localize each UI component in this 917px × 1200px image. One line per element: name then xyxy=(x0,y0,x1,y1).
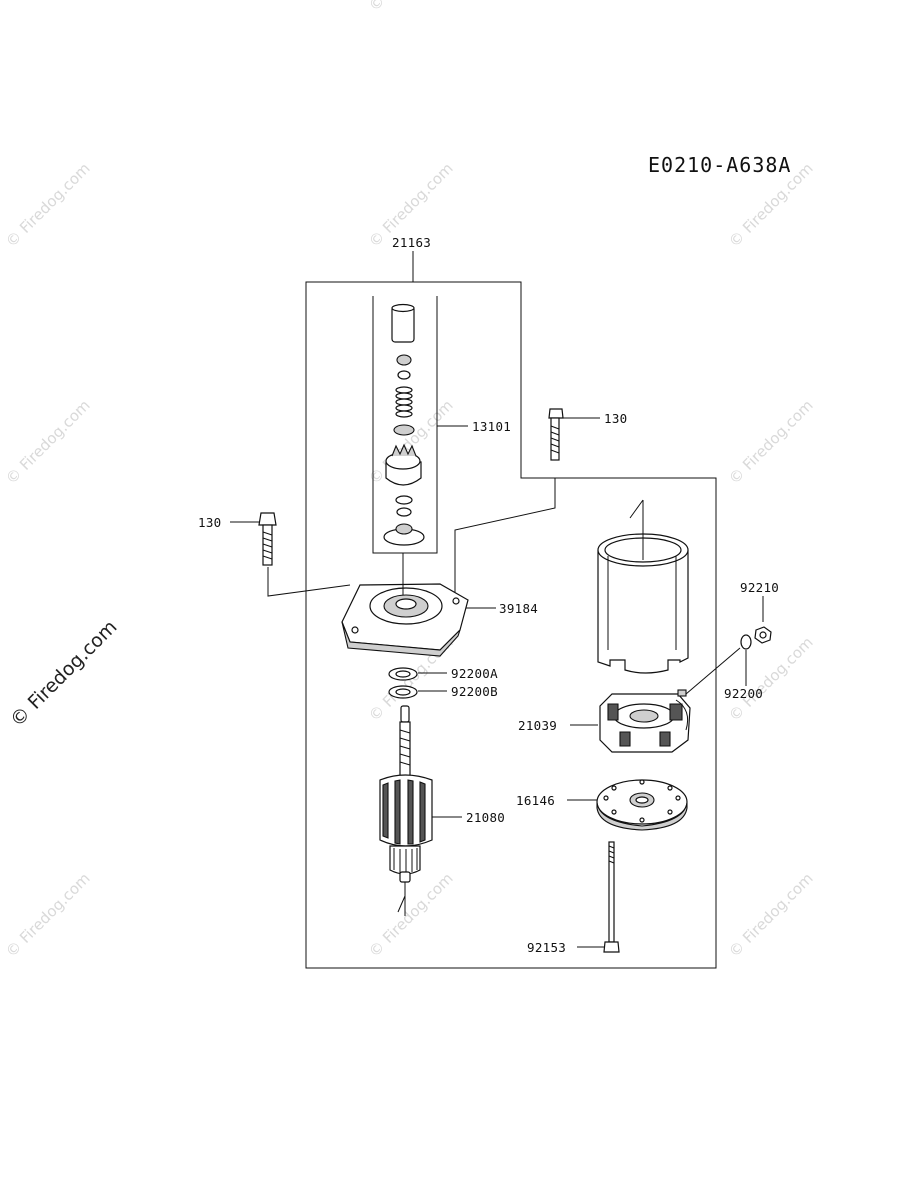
label-130-upper: 130 xyxy=(604,411,627,426)
washer-small xyxy=(395,495,413,505)
bolt-upper xyxy=(548,408,564,461)
assembly-frame xyxy=(305,281,717,969)
label-92200a: 92200A xyxy=(451,666,498,681)
stop-ring xyxy=(396,354,412,366)
label-92210: 92210 xyxy=(740,580,779,595)
bolt-left-path xyxy=(267,567,351,597)
front-bracket xyxy=(341,583,469,657)
collar xyxy=(393,424,415,436)
watermark: © Firedog.com xyxy=(365,0,457,15)
bolt-upper-path xyxy=(454,478,556,595)
yoke-axis xyxy=(629,499,644,560)
bolt-left xyxy=(258,512,277,566)
armature xyxy=(379,705,433,883)
washer-92200 xyxy=(740,634,752,650)
label-92200b: 92200B xyxy=(451,684,498,699)
watermark: © Firedog.com xyxy=(725,633,817,725)
watermark: © Firedog.com xyxy=(365,869,457,961)
label-13101: 13101 xyxy=(472,419,511,434)
through-bolt xyxy=(603,841,620,953)
label-92200: 92200 xyxy=(724,686,763,701)
ring-small xyxy=(396,507,412,517)
watermark: © Firedog.com xyxy=(2,869,94,961)
terminal-line xyxy=(685,647,741,695)
watermark: © Firedog.com xyxy=(725,869,817,961)
armature-axis xyxy=(397,882,406,916)
label-39184: 39184 xyxy=(499,601,538,616)
watermark: © Firedog.com xyxy=(2,159,94,251)
watermark-large: © Firedog.com xyxy=(6,616,121,731)
label-130-left: 130 xyxy=(198,515,221,530)
drive-kit-parts xyxy=(383,303,425,546)
label-21039: 21039 xyxy=(518,718,557,733)
brush-holder xyxy=(599,689,691,753)
label-16146: 16146 xyxy=(516,793,555,808)
diagram-code: E0210-A638A xyxy=(648,153,791,177)
label-21080: 21080 xyxy=(466,810,505,825)
watermark: © Firedog.com xyxy=(2,396,94,488)
watermark: © Firedog.com xyxy=(725,396,817,488)
label-21163: 21163 xyxy=(392,235,431,250)
label-92153: 92153 xyxy=(527,940,566,955)
spring xyxy=(395,386,413,418)
snap-ring xyxy=(397,370,411,380)
end-plate xyxy=(596,779,688,831)
